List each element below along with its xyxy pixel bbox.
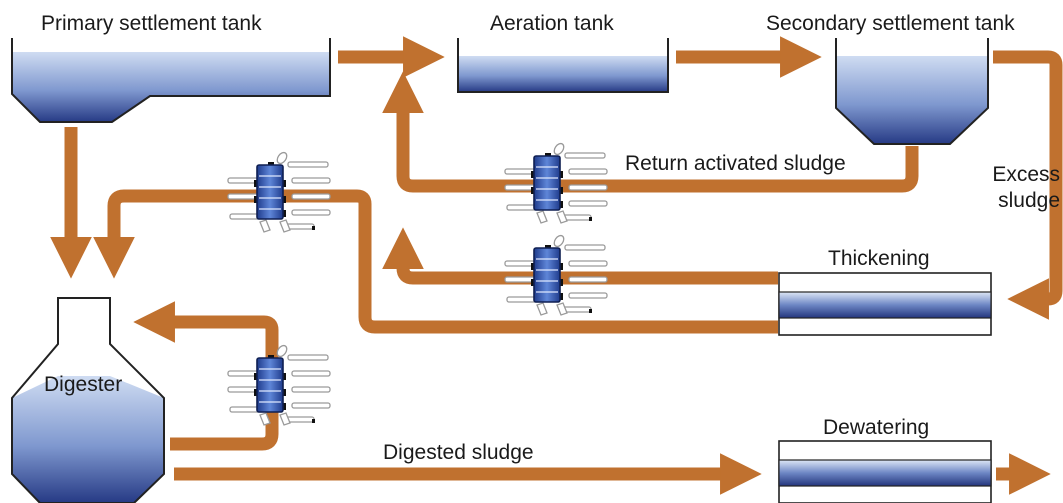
- pump-unit-icon: [227, 342, 331, 426]
- primary-settlement-tank: [11, 38, 331, 123]
- dewatering-unit: [778, 440, 992, 503]
- thickening-label: Thickening: [828, 247, 930, 270]
- dewatering-label: Dewatering: [823, 416, 930, 439]
- secondary-settlement-tank: [835, 38, 989, 145]
- secondary-tank-label: Secondary settlement tank: [766, 12, 1015, 35]
- pipe-network: [50, 36, 1063, 495]
- excess-sludge-label: Excess sludge: [976, 162, 1060, 215]
- digested-sludge-label: Digested sludge: [383, 441, 534, 464]
- aeration-tank: [457, 38, 669, 93]
- excess-sludge-line2: sludge: [998, 189, 1060, 213]
- pipe-digester-recirculation: [133, 301, 279, 451]
- pipe-return-sludge: [382, 71, 919, 193]
- digester-label: Digester: [44, 373, 123, 396]
- pipe-thickening-return: [382, 227, 778, 285]
- thickening-unit: [778, 272, 992, 336]
- pipe-excess-sludge: [993, 50, 1063, 320]
- aeration-tank-label: Aeration tank: [490, 12, 614, 35]
- excess-sludge-line1: Excess: [992, 163, 1060, 186]
- digester: [11, 297, 165, 503]
- return-sludge-label: Return activated sludge: [625, 152, 846, 175]
- primary-tank-label: Primary settlement tank: [41, 12, 262, 35]
- pipe-thickened-to-digester: [93, 189, 778, 334]
